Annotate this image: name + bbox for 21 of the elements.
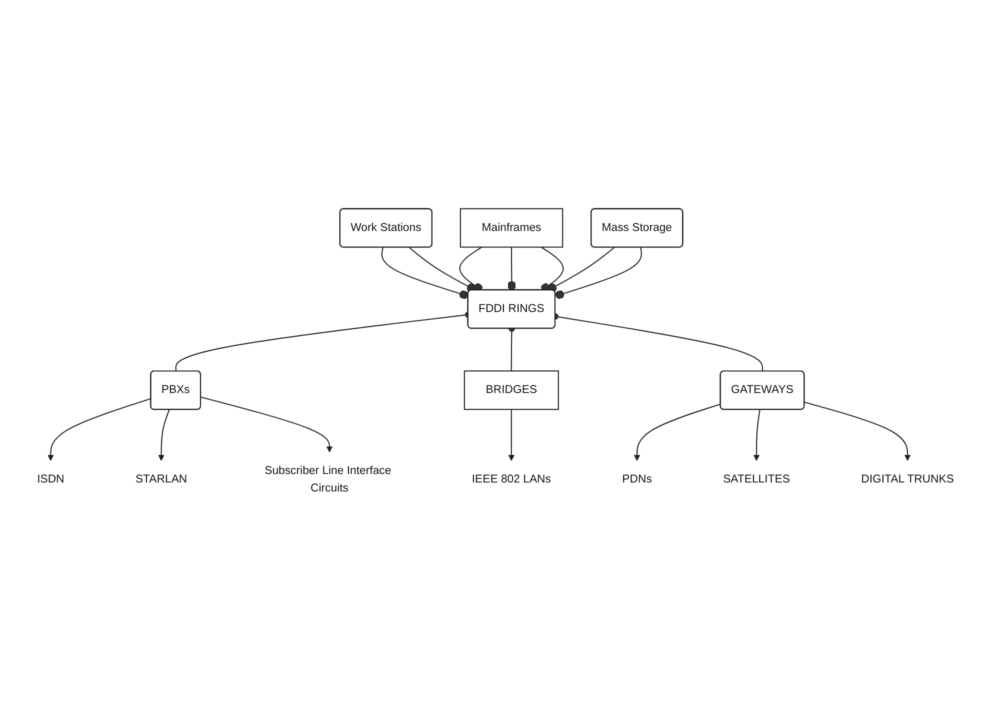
node-text: PDNs [622,473,652,486]
node-text: IEEE 802 LANs [472,473,551,486]
arrow [753,410,760,461]
connector [548,246,615,292]
node-text: SATELLITES [723,473,790,486]
node-box: Mainframes [460,208,564,248]
node-text: DIGITAL TRUNKS [861,473,954,486]
arrow [158,409,170,461]
arrow [634,403,721,461]
arrow [508,409,515,461]
arrow [804,402,911,461]
node-text: STARLAN [135,473,188,486]
connector [381,247,468,299]
node-text: Subscriber Line Interface Circuits [264,464,392,494]
arrow [200,396,333,452]
arrow [48,398,152,461]
connector [408,246,476,292]
node-box: BRIDGES [464,370,559,410]
connector [507,246,516,290]
node-text: ISDN [37,473,64,486]
connector [555,247,642,299]
